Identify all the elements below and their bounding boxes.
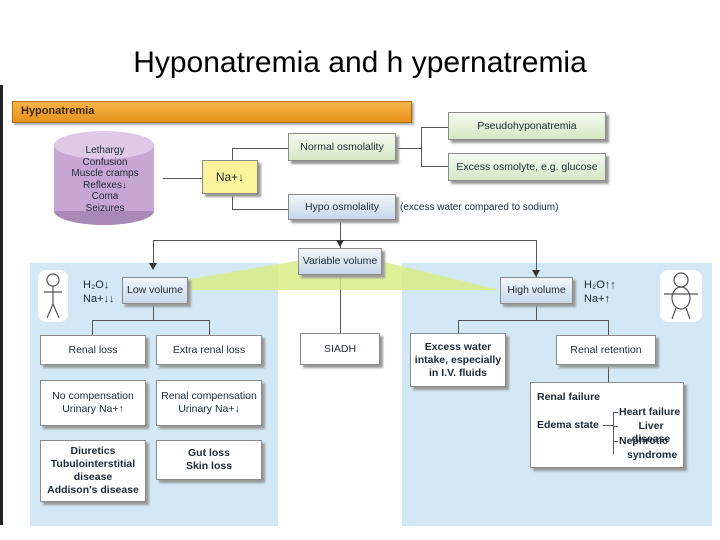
connector <box>458 320 608 321</box>
header-label: Hyponatremia <box>21 105 95 117</box>
renal-compensation-line: Renal compensation <box>161 390 257 402</box>
edema-connector <box>613 412 614 454</box>
excess-osmolyte-box: Excess osmolyte, e.g. glucose <box>448 153 606 181</box>
edema-cause: Heart failure <box>619 406 681 418</box>
sodium-low-box: Na+↓ <box>202 160 258 194</box>
low-volume-box: Low volume <box>122 277 188 304</box>
connector <box>232 148 288 149</box>
edema-connector <box>603 425 613 426</box>
symptom-item: Confusion <box>82 156 128 168</box>
high-volume-symbols: H₂O↑↑ Na+↑ <box>584 278 616 306</box>
extra-renal-loss-box: Extra renal loss <box>156 335 262 365</box>
gut-skin-line: Gut loss <box>187 447 230 459</box>
renal-failure-label: Renal failure <box>537 391 601 403</box>
heavy-person-figure-frame <box>660 270 702 322</box>
page-title: Hyponatremia and h ypernatremia <box>133 46 587 79</box>
edema-cause: syndrome <box>627 449 678 461</box>
connector <box>163 178 203 179</box>
symptoms-disk <box>54 131 154 225</box>
normal-osmolality-box: Normal osmolality <box>288 133 396 161</box>
connector <box>92 320 93 335</box>
gut-skin-line: Skin loss <box>185 460 233 472</box>
gut-skin-loss-box: Gut loss Skin loss <box>156 440 262 480</box>
connector <box>153 240 536 241</box>
connector <box>209 320 210 335</box>
edema-state-label: Edema state <box>537 419 599 431</box>
left-border-line <box>0 85 3 525</box>
diuretics-line: Diuretics <box>70 445 116 457</box>
connector <box>396 148 421 149</box>
sodium-lowlow-label: Na+↓↓ <box>83 293 115 305</box>
connector <box>153 304 154 320</box>
no-compensation-line: Urinary Na+↑ <box>62 403 124 415</box>
variable-volume-box: Variable volume <box>298 248 382 275</box>
symptoms-list: Lethargy Confusion Muscle cramps Reflexe… <box>54 145 156 214</box>
symptom-item: Coma <box>91 191 119 202</box>
symptom-item: Seizures <box>85 202 125 214</box>
high-volume-box: High volume <box>500 277 573 304</box>
hyponatremia-header: Hyponatremia <box>12 101 412 123</box>
sodium-high-label: Na+↑ <box>584 293 610 305</box>
renal-retention-box: Renal retention <box>556 335 656 365</box>
diuretics-line: Tubulointerstitial <box>50 458 136 470</box>
edema-cause: Nephrotic <box>619 435 669 447</box>
excess-water-line: Excess water <box>424 340 492 353</box>
water-low-label: H₂O↓ <box>83 279 110 291</box>
renal-loss-box: Renal loss <box>40 335 146 365</box>
excess-water-line: in I.V. fluids <box>429 366 487 379</box>
edema-cause: Liver disease <box>631 420 671 445</box>
connector <box>458 320 459 335</box>
symptom-item: Lethargy <box>85 145 125 156</box>
connector <box>421 166 448 167</box>
symptom-item: Muscle cramps <box>71 168 139 179</box>
diuretics-line: disease <box>73 471 113 483</box>
connector <box>153 240 154 263</box>
symptom-item: Reflexes↓ <box>83 179 127 191</box>
pseudohyponatremia-box: Pseudohyponatremia <box>448 112 606 140</box>
edema-connector <box>613 441 618 442</box>
connector <box>421 127 422 167</box>
edema-connector <box>613 412 618 413</box>
no-compensation-box: No compensation Urinary Na+↑ <box>40 380 146 426</box>
renal-compensation-box: Renal compensation Urinary Na+↓ <box>156 380 262 426</box>
renal-failure-edema-box: Renal failure Edema state Heart failure … <box>530 382 684 468</box>
excess-water-note: (excess water compared to sodium) <box>400 202 559 213</box>
no-compensation-line: No compensation <box>52 390 134 402</box>
low-volume-symbols: H₂O↓ Na+↓↓ <box>83 278 115 306</box>
connector <box>340 275 341 333</box>
connector <box>536 304 537 320</box>
renal-compensation-line: Urinary Na+↓ <box>178 403 240 415</box>
water-high-label: H₂O↑↑ <box>584 279 616 291</box>
connector <box>536 240 537 277</box>
excess-water-box: Excess water intake, especially in I.V. … <box>410 333 506 387</box>
connector <box>92 320 209 321</box>
excess-water-line: intake, especially <box>414 353 502 366</box>
connector <box>608 367 609 382</box>
connector <box>608 320 609 335</box>
heavy-person-icon <box>664 272 698 320</box>
connector <box>340 220 341 240</box>
connector <box>421 127 448 128</box>
diuretics-box: Diuretics Tubulointerstitial disease Add… <box>40 440 146 502</box>
diuretics-line: Addison's disease <box>47 484 139 496</box>
connector <box>232 209 288 210</box>
thin-person-icon <box>44 273 62 319</box>
hypo-osmolality-box: Hypo osmolality <box>288 194 396 220</box>
siadh-box: SIADH <box>300 333 380 365</box>
edema-connector <box>613 426 618 427</box>
